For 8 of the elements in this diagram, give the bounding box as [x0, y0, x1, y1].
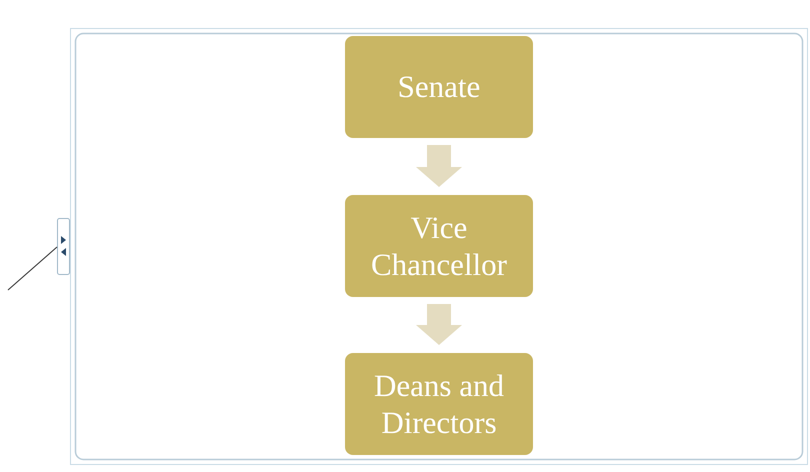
box-label: Deans and Directors	[373, 366, 505, 442]
process-box	[345, 36, 533, 138]
block-arrow	[416, 304, 462, 345]
process-box	[345, 195, 533, 297]
box-label: Vice Chancellor	[370, 208, 508, 284]
process-box	[345, 353, 533, 455]
box-label: Senate	[398, 68, 480, 106]
block-arrow	[416, 145, 462, 187]
